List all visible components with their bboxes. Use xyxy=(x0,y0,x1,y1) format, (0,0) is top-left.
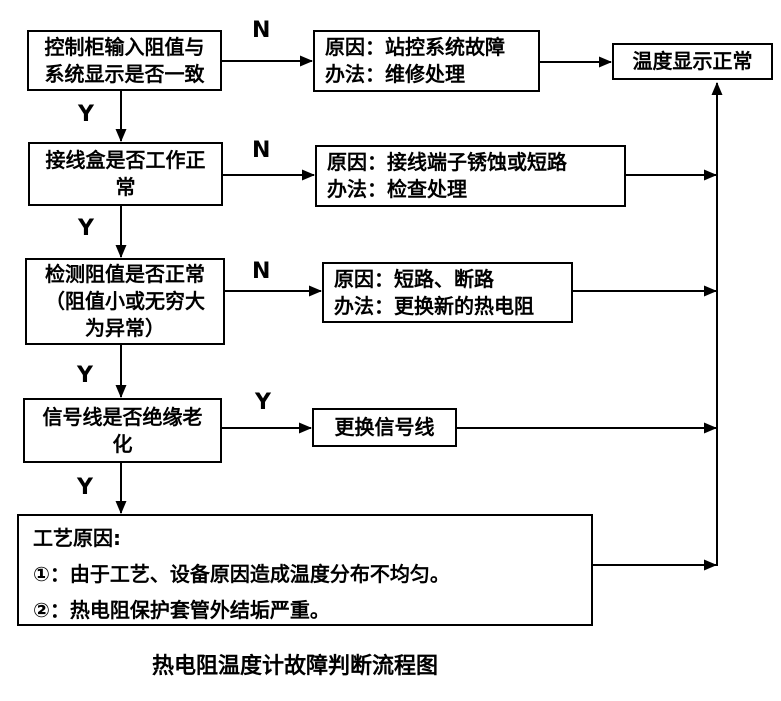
decision-box-resistance-check-line3: 为异常） xyxy=(85,316,165,340)
process-cause-box-line2: ①：由于工艺、设备原因造成温度分布不均匀。 xyxy=(33,562,450,586)
cause-box-short-open-circuit: 原因：短路、断路 办法：更换新的热电阻 xyxy=(322,262,573,323)
decision-box-input-resistance: 控制柜输入阻值与 系统显示是否一致 xyxy=(27,30,222,91)
cause-box-short-open-circuit-line2: 办法：更换新的热电阻 xyxy=(334,293,534,318)
branch-label-no-2: N xyxy=(252,138,271,163)
result-box-temperature-normal: 温度显示正常 xyxy=(612,43,773,80)
decision-box-junction-box-line2: 常 xyxy=(115,175,136,199)
branch-label-yes-5: Y xyxy=(77,475,93,500)
decision-box-resistance-check-line1: 检测阻值是否正常 xyxy=(45,262,205,286)
process-cause-box-line1: 工艺原因: xyxy=(33,526,121,550)
diagram-title: 热电阻温度计故障判断流程图 xyxy=(151,654,438,679)
decision-box-junction-box-line1: 接线盒是否工作正 xyxy=(45,148,206,172)
decision-box-signal-wire-insulation-line1: 信号线是否绝缘老 xyxy=(42,404,203,429)
branch-label-no-3: N xyxy=(252,259,271,284)
cause-box-short-open-circuit-line1: 原因：短路、断路 xyxy=(334,266,494,291)
decision-box-input-resistance-line2: 系统显示是否一致 xyxy=(44,61,205,86)
process-cause-box-line3: ②：热电阻保护套管外结垢严重。 xyxy=(33,598,330,622)
decision-box-signal-wire-insulation: 信号线是否绝缘老 化 xyxy=(23,398,222,463)
cause-box-station-control-fault: 原因：站控系统故障 办法：维修处理 xyxy=(313,30,540,92)
result-box-temperature-normal-text: 温度显示正常 xyxy=(632,49,753,73)
decision-box-junction-box: 接线盒是否工作正 常 xyxy=(28,142,223,206)
branch-label-yes-2: Y xyxy=(78,216,94,241)
action-box-replace-signal-wire: 更换信号线 xyxy=(312,408,457,447)
cause-box-terminal-corrosion: 原因：接线端子锈蚀或短路 办法：检查处理 xyxy=(315,145,626,207)
decision-box-signal-wire-insulation-line2: 化 xyxy=(112,431,133,456)
cause-box-terminal-corrosion-line2: 办法：检查处理 xyxy=(327,177,467,201)
branch-label-yes-1: Y xyxy=(78,102,94,127)
process-cause-box: 工艺原因: ①：由于工艺、设备原因造成温度分布不均匀。 ②：热电阻保护套管外结垢… xyxy=(17,514,593,626)
action-box-replace-signal-wire-text: 更换信号线 xyxy=(334,415,435,439)
cause-box-terminal-corrosion-line1: 原因：接线端子锈蚀或短路 xyxy=(327,150,567,174)
decision-box-input-resistance-line1: 控制柜输入阻值与 xyxy=(44,34,205,59)
branch-label-no-1: N xyxy=(252,18,271,43)
cause-box-station-control-fault-line1: 原因：站控系统故障 xyxy=(325,35,505,59)
decision-box-resistance-check: 检测阻值是否正常 （阻值小或无穷大 为异常） xyxy=(25,258,225,345)
decision-box-resistance-check-line2: （阻值小或无穷大 xyxy=(45,289,205,313)
branch-label-yes-3: Y xyxy=(77,363,93,388)
branch-label-yes-4: Y xyxy=(255,390,271,415)
cause-box-station-control-fault-line2: 办法：维修处理 xyxy=(325,62,465,86)
